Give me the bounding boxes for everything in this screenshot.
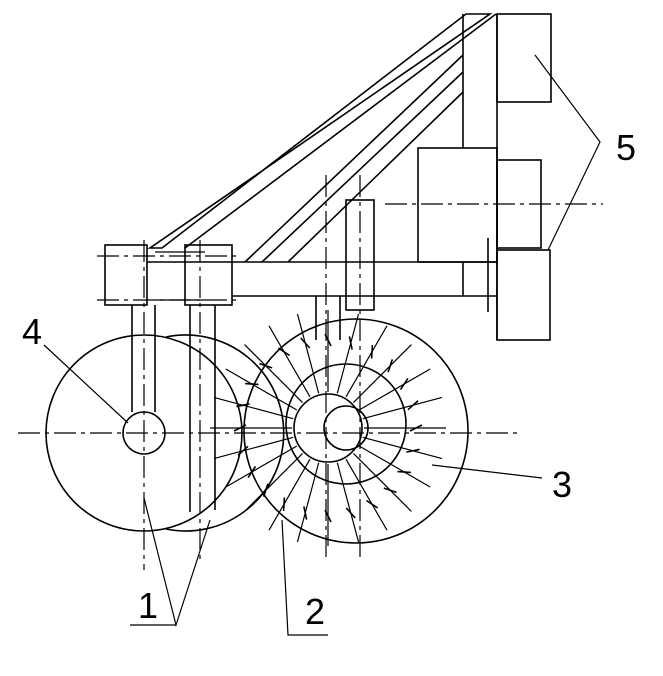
spike-tip [282,497,286,511]
spiked-wheel-rim [243,318,469,544]
spike [353,453,412,512]
spike-tip [409,424,423,432]
label-3: 3 [552,464,572,505]
diagonal-strut-frame [147,13,497,263]
spike-tip [370,345,374,359]
left-clamp-block [104,244,148,306]
spike [353,344,412,403]
weight-mast [462,14,498,340]
spike-tip [303,506,308,520]
spike [336,462,360,543]
spike [358,368,431,411]
spike [225,368,298,411]
spike-tip [324,509,332,523]
spike-tip [365,499,379,509]
spike-tip [236,403,250,408]
spike [244,344,303,403]
spike [268,458,311,531]
spike-tip [383,487,397,494]
spike-tip [277,347,291,357]
spike-tip [399,377,409,391]
spiked-wheel-hub [293,393,363,463]
spike-tip [406,448,420,453]
spike-tip [245,382,259,386]
spike-tip [259,362,273,369]
spike-tip [247,465,257,479]
spike [244,453,303,512]
spike [225,445,298,488]
spike-tip [348,336,353,350]
spike-tip [397,470,411,474]
spiked-wheel [210,175,469,560]
spike [362,436,443,460]
counterweight-bottom [496,249,551,341]
spike [213,436,294,460]
spike-tip [233,424,247,432]
pressure-wheels [18,240,520,570]
right-clamp-block [184,244,233,306]
spike-tip [300,337,311,349]
spike [345,458,388,531]
spike-tip [407,400,419,411]
reference-labels: 5 3 4 1 2 [22,127,636,632]
spike-tip [324,333,332,347]
label-4: 4 [22,311,42,352]
spike-tip [237,445,249,456]
main-beam [97,238,497,312]
spike [296,313,320,394]
spike-tip [262,483,269,497]
spike [345,325,388,398]
spike [268,325,311,398]
spike-tip [387,359,394,373]
weight-bracket [417,147,498,263]
spike-tip [345,507,356,519]
label-2: 2 [305,591,325,632]
label-5: 5 [616,127,636,168]
spike [213,396,294,420]
spike [358,445,431,488]
spike [296,462,320,543]
counterweight-top [496,13,552,103]
leader-lines [43,54,601,636]
spike [336,313,360,394]
spike-group [210,310,446,546]
spike [362,396,443,420]
label-1: 1 [138,585,158,626]
